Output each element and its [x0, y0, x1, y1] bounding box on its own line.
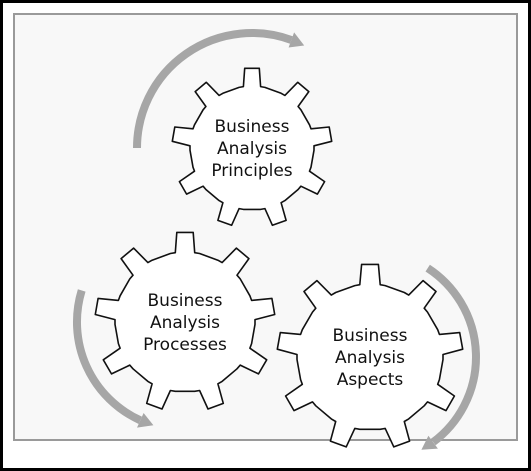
arrow-shaft: [133, 29, 293, 149]
gear-label-line: Business: [148, 291, 223, 311]
aspects-cycle-arrow: [421, 264, 480, 450]
gear-label-line: Business: [333, 326, 408, 346]
arrow-head-icon: [137, 413, 154, 428]
gears-layer: BusinessAnalysisPrinciplesBusinessAnalys…: [94, 67, 464, 448]
processes-cycle-arrow: [73, 289, 154, 428]
principles-cycle-arrow: [133, 29, 305, 149]
arrow-head-icon: [288, 32, 305, 48]
gear-label-line: Principles: [211, 161, 292, 181]
gear-icon: [171, 67, 333, 227]
gear-label-line: Business: [215, 117, 290, 137]
arrow-shaft: [425, 264, 480, 446]
gear-label-line: Processes: [143, 335, 227, 355]
arrow-head-icon: [421, 435, 438, 450]
gear-icon: [94, 231, 276, 410]
arrows-layer: [73, 29, 480, 450]
gear-label-line: Analysis: [150, 313, 220, 333]
gear-label-line: Aspects: [337, 370, 404, 390]
arrow-shaft: [73, 289, 142, 424]
gear-label-line: Analysis: [217, 139, 287, 159]
gear-icon: [276, 263, 464, 448]
gear-label-line: Analysis: [335, 348, 405, 368]
